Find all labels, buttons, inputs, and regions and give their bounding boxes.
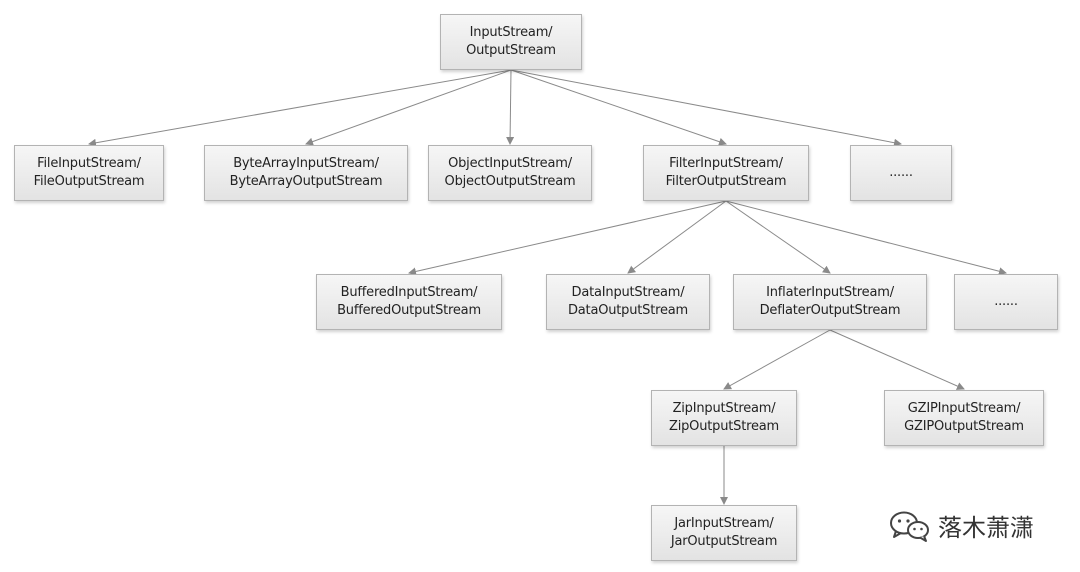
- node-label: OutputStream: [466, 43, 556, 58]
- node-label: FileOutputStream: [33, 174, 145, 189]
- watermark: 落木萧潇: [888, 508, 1034, 543]
- node-bytearrayinputstream: ByteArrayInputStream/ ByteArrayOutputStr…: [204, 145, 408, 201]
- node-label: InputStream/: [469, 25, 553, 40]
- node-label: DeflaterOutputStream: [759, 303, 901, 318]
- node-label: FileInputStream/: [37, 156, 141, 171]
- node-objectinputstream: ObjectInputStream/ ObjectOutputStream: [428, 145, 592, 201]
- connector-arrow-root-to-file: [88, 69, 512, 147]
- node-label: ByteArrayInputStream/: [233, 156, 379, 171]
- connector-arrow-inflater-to-gzip: [829, 329, 965, 390]
- node-filterinputstream: FilterInputStream/ FilterOutputStream: [643, 145, 809, 201]
- connector-arrow-filter-to-data: [627, 200, 727, 274]
- connector-arrow-filter-to-buffered: [408, 200, 727, 276]
- node-fileinputstream: FileInputStream/ FileOutputStream: [14, 145, 164, 201]
- node-label: InflaterInputStream/: [766, 285, 894, 300]
- node-inputstream-outputstream: InputStream/ OutputStream: [440, 14, 582, 70]
- node-label: ByteArrayOutputStream: [229, 174, 383, 189]
- node-zipinputstream: ZipInputStream/ ZipOutputStream: [651, 390, 797, 446]
- connector-arrow-filter-to-more2: [725, 200, 1007, 276]
- node-label: ZipOutputStream: [669, 419, 779, 434]
- node-label: FilterInputStream/: [669, 156, 783, 171]
- connector-arrow-root-to-object: [506, 69, 515, 145]
- node-label: ObjectInputStream/: [448, 156, 572, 171]
- node-label: ZipInputStream/: [672, 401, 776, 416]
- connector-arrow-root-to-bytearray: [305, 69, 512, 146]
- connector-arrow-inflater-to-zip: [723, 329, 831, 390]
- connector-arrow-root-to-more1: [510, 69, 902, 147]
- node-label: FilterOutputStream: [665, 174, 787, 189]
- node-label: GZIPOutputStream: [904, 419, 1024, 434]
- node-label: BufferedOutputStream: [337, 303, 481, 318]
- node-datainputstream: DataInputStream/ DataOutputStream: [546, 274, 710, 330]
- node-jarinputstream: JarInputStream/ JarOutputStream: [651, 505, 797, 561]
- node-label: DataInputStream/: [571, 285, 685, 300]
- node-more-ellipsis: ......: [954, 274, 1058, 330]
- watermark-text: 落木萧潇: [938, 514, 1034, 542]
- node-inflaterinputstream: InflaterInputStream/ DeflaterOutputStrea…: [733, 274, 927, 330]
- node-label: GZIPInputStream/: [907, 401, 1021, 416]
- connector-arrow-filter-to-inflater: [725, 200, 831, 274]
- node-label: ......: [889, 165, 913, 180]
- node-label: ObjectOutputStream: [444, 174, 576, 189]
- node-label: ......: [994, 294, 1018, 309]
- node-label: JarOutputStream: [670, 534, 778, 549]
- node-bufferedinputstream: BufferedInputStream/ BufferedOutputStrea…: [316, 274, 502, 330]
- node-gzipinputstream: GZIPInputStream/ GZIPOutputStream: [884, 390, 1044, 446]
- wechat-icon: [888, 509, 932, 543]
- node-label: JarInputStream/: [674, 516, 774, 531]
- node-label: BufferedInputStream/: [340, 285, 478, 300]
- node-more-ellipsis: ......: [850, 145, 952, 201]
- connector-arrow-root-to-filter: [510, 69, 727, 146]
- node-label: DataOutputStream: [567, 303, 689, 318]
